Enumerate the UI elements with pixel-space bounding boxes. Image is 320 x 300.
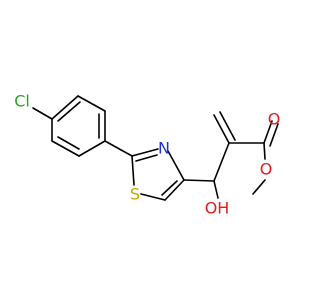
bond-ester-o-methyl (252, 179, 266, 195)
atom-label-ester-o: O (260, 160, 273, 179)
bond-thiazole-n3-c4 (167, 150, 185, 181)
bond-benzene-2 (77, 95, 106, 112)
bond-benzene-4 (78, 140, 106, 157)
bond-alkene-ch2-inner (219, 111, 236, 141)
bond-set (32, 95, 279, 201)
atom-label-cl: Cl (14, 92, 30, 111)
bond-thiazole-c4-c5 (164, 179, 185, 201)
bond-benzene-5 (51, 140, 80, 157)
structure-canvas: Cl N S OH O O (14, 92, 280, 218)
atom-label-n: N (158, 139, 170, 158)
bond-carbonyl-ester-o (263, 142, 266, 160)
bond-c4-choh (183, 179, 215, 182)
bond-thiazole-c2-n3 (131, 148, 159, 157)
bond-benzene-1-inner (57, 101, 81, 122)
bond-benzene-5-inner (57, 136, 80, 150)
bond-thiazole-s1-c2 (131, 155, 135, 186)
bond-cl-c (32, 107, 53, 120)
bond-carbonyl-o (263, 120, 273, 144)
bond-ch-oh (213, 180, 219, 199)
atom-label-carbonyl-o: O (268, 110, 281, 129)
atom-labels: Cl N S OH O O (14, 92, 280, 218)
bond-benzene-1 (51, 95, 79, 120)
bond-thiazole-c4-c5-inner (161, 180, 178, 196)
bond-thiazole-c5-s1 (140, 193, 166, 201)
bond-carbonyl-o-inner (269, 123, 279, 147)
bond-thiazole-c2-n3-inner (135, 154, 158, 162)
bond-phenyl-thiazole (104, 140, 133, 157)
atom-label-oh: OH (205, 199, 230, 218)
atom-label-s: S (130, 185, 140, 204)
bond-alkene-ch2 (213, 114, 230, 144)
bond-ch-alkene (213, 142, 230, 182)
molecule-diagram: Cl N S OH O O (14, 92, 280, 218)
